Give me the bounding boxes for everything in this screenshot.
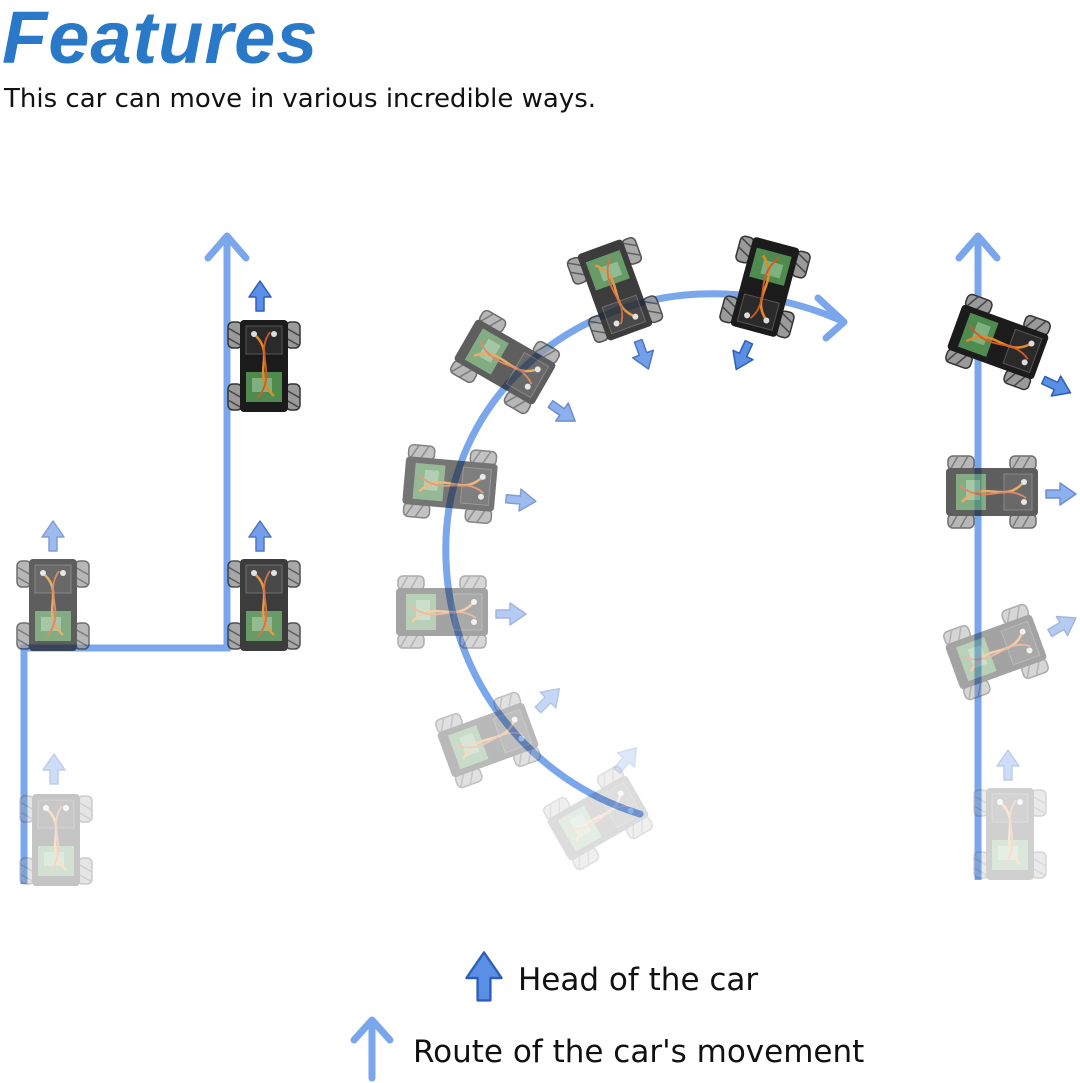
page-subtitle: This car can move in various incredible … (4, 84, 597, 114)
head-arrow-icon (529, 680, 568, 719)
head-arrow-icon (725, 336, 760, 375)
car-icon (717, 231, 813, 343)
head-arrow-icon (1045, 482, 1077, 506)
car-icon (944, 454, 1040, 530)
legend-route-icon (350, 1016, 394, 1082)
legend-route-label: Route of the car's movement (413, 1034, 865, 1070)
car-icon (941, 291, 1055, 393)
car-icon (445, 306, 565, 418)
legend-head-icon (465, 951, 503, 1002)
car-icon (972, 786, 1048, 882)
head-arrow-icon (248, 280, 272, 312)
car-icon (226, 557, 302, 653)
car-icon (15, 557, 91, 653)
car-icon (939, 601, 1053, 703)
head-arrow-icon (42, 753, 66, 785)
head-arrow-icon (996, 749, 1020, 781)
head-arrow-icon (1037, 369, 1076, 404)
route-path-left (20, 232, 250, 884)
car-icon (394, 574, 490, 650)
page-title: Features (2, 0, 319, 79)
car-icon (226, 318, 302, 414)
car-icon (18, 792, 94, 888)
head-arrow-icon (504, 487, 538, 514)
head-arrow-icon (543, 394, 583, 431)
legend-head-label: Head of the car (518, 962, 759, 998)
car-icon (431, 689, 545, 791)
head-arrow-icon (1043, 607, 1080, 644)
car-icon (538, 762, 658, 874)
head-arrow-icon (41, 520, 65, 552)
head-arrow-icon (248, 520, 272, 552)
head-arrow-icon (627, 336, 660, 374)
head-arrow-icon (495, 602, 527, 626)
